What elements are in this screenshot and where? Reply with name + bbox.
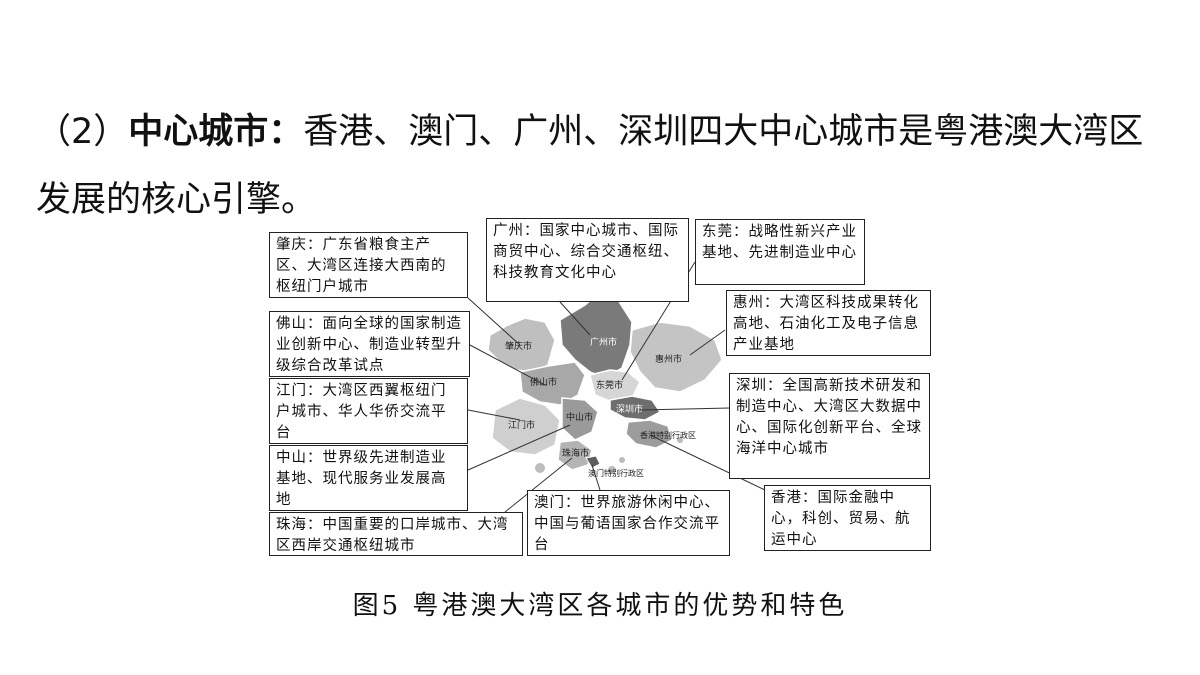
region-shenzhen (609, 395, 662, 421)
leader-macau (591, 464, 601, 491)
region-jiangmen (491, 397, 561, 456)
box-zhongshan: 中山：世界级先进制造业基地、现代服务业发展高地 (269, 445, 468, 511)
region-hongkong (625, 419, 673, 449)
box-dongguan: 东莞：战略性新兴产业基地、先进制造业中心 (695, 219, 865, 285)
leader-foshan (469, 344, 546, 386)
region-macau (585, 455, 601, 469)
leader-jiangmen (467, 409, 521, 421)
box-macau: 澳门：世界旅游休闲中心、中国与葡语国家合作交流平台 (527, 490, 730, 556)
map-label-guangzhou: 广州市 (590, 336, 617, 348)
map-label-jiangmen: 江门市 (508, 419, 535, 431)
region-huizhou (629, 321, 723, 393)
map-label-zhuhai: 珠海市 (562, 447, 589, 459)
region-dongguan (589, 369, 641, 403)
heading-number: （2） (36, 112, 129, 152)
map-label-zhaoqing: 肇庆市 (505, 340, 532, 352)
box-foshan: 佛山：面向全球的国家制造业创新中心、制造业转型升级综合改革试点 (269, 311, 470, 377)
leader-shenzhen (639, 407, 731, 411)
region-foshan (519, 361, 586, 406)
box-jiangmen: 江门：大湾区西翼枢纽门户城市、华人华侨交流平台 (269, 378, 468, 444)
leader-huizhou (689, 329, 726, 356)
box-guangzhou: 广州：国家中心城市、国际商贸中心、综合交通枢纽、科技教育文化中心 (486, 218, 689, 302)
heading-term: 中心城市： (128, 112, 304, 152)
map-label-dongguan: 东莞市 (596, 379, 623, 391)
map-label-foshan: 佛山市 (530, 376, 557, 388)
leader-zhaoqing (467, 297, 521, 346)
box-hongkong: 香港：国际金融中心，科创、贸易、航运中心 (764, 485, 931, 551)
leader-zhongshan (467, 424, 571, 471)
heading-text: 香港、澳门、广州、深圳四大中心城市是粤港澳大湾区发展的核心引擎。 (36, 112, 1144, 220)
box-huizhou: 惠州：大湾区科技成果转化高地、石油化工及电子信息产业基地 (726, 290, 931, 356)
leader-hongkong (649, 434, 766, 491)
map-labels: 肇庆市 广州市 佛山市 东莞市 惠州市 江门市 中山市 深圳市 香港特别行政区 … (505, 336, 696, 478)
map-label-huizhou: 惠州市 (655, 353, 682, 365)
leader-zhuhai (504, 457, 573, 513)
map-label-zhongshan: 中山市 (566, 411, 593, 423)
box-shenzhen: 深圳：全国高新技术研发和制造中心、大湾区大数据中心、国际化创新平台、全球海洋中心… (729, 373, 930, 479)
box-zhuhai: 珠海：中国重要的口岸城市、大湾区西岸交通枢纽城市 (269, 512, 523, 556)
leader-guangzhou (559, 301, 591, 336)
figure-caption: 图5 粤港澳大湾区各城市的优势和特色 (352, 591, 848, 621)
heading-paragraph: （2）中心城市：香港、澳门、广州、深圳四大中心城市是粤港澳大湾区发展的核心引擎。 (36, 98, 1166, 234)
box-zhaoqing: 肇庆：广东省粮食主产区、大湾区连接大西南的枢纽门户城市 (269, 232, 468, 298)
map-label-macau: 澳门特别行政区 (588, 468, 644, 478)
map-label-shenzhen: 深圳市 (616, 403, 643, 415)
map-label-hongkong: 香港特别行政区 (640, 430, 696, 440)
